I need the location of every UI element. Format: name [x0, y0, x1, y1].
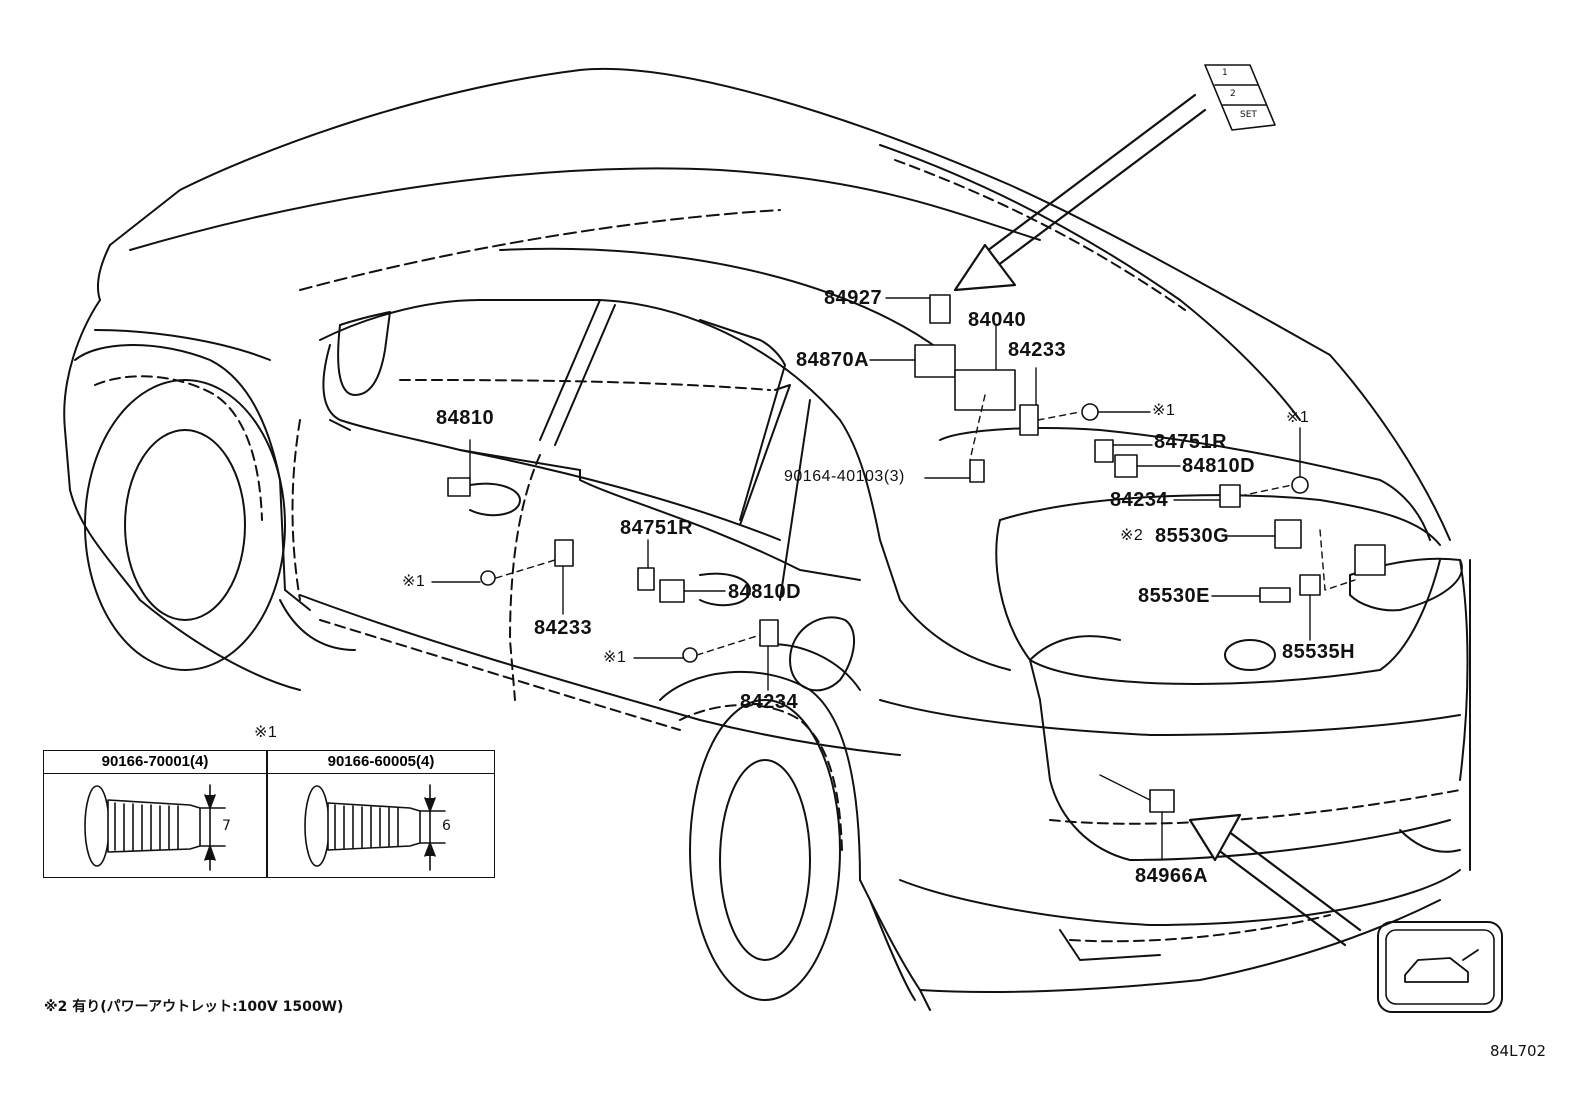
part-85530G-glyph: [1274, 519, 1302, 549]
arrow-bottom-head: [1188, 813, 1242, 862]
switch-btn-2: 2: [1230, 89, 1236, 99]
part-84966A-glyph: [1149, 789, 1175, 813]
part-label-84810D-center: 84810D: [728, 581, 802, 603]
bolt-90166-70001-drawing: [84, 784, 226, 871]
legend-dim-7: 7: [222, 818, 231, 834]
diagram-code: 84L702: [1490, 1042, 1547, 1060]
part-84751R-center-glyph: [637, 567, 655, 591]
part-85530E-glyph: [1259, 587, 1291, 603]
part-label-90164-40103: 90164-40103(3): [784, 468, 905, 485]
part-label-85530E: 85530E: [1138, 585, 1210, 607]
part-label-84870A: 84870A: [796, 349, 870, 371]
screw-top-glyph: [1081, 403, 1099, 421]
part-label-84233-top: 84233: [1008, 339, 1067, 361]
legend-bolts: [84, 784, 446, 871]
part-label-84810: 84810: [436, 407, 495, 429]
legend-divider: [266, 751, 268, 877]
part-84040-glyph: [954, 369, 1016, 411]
part-label-84810D-right: 84810D: [1182, 455, 1256, 477]
part-84233-left-glyph: [554, 539, 574, 567]
switch-btn-1: 1: [1222, 68, 1228, 78]
part-84751R-right-glyph: [1094, 439, 1114, 463]
part-85535H-glyph: [1299, 574, 1321, 596]
arrow-top-shaft: [983, 108, 1207, 277]
part-label-84234-right: 84234: [1110, 489, 1169, 511]
panel-glyph: [1354, 544, 1386, 576]
part-label-84040: 84040: [968, 309, 1027, 331]
part-84927-glyph: [929, 294, 951, 324]
switch-btn-set: SET: [1240, 110, 1257, 120]
mark-1-right: ※1: [1286, 409, 1310, 426]
screw-center-glyph: [682, 647, 698, 663]
part-84810D-center-glyph: [659, 579, 685, 603]
part-label-84751R-right: 84751R: [1154, 431, 1228, 453]
mark-1-top: ※1: [1152, 402, 1176, 419]
power-back-door-icon: [1377, 921, 1503, 1013]
part-label-84966A: 84966A: [1135, 865, 1209, 887]
legend-title: ※1: [254, 724, 278, 741]
bolt-legend-table: 90166-70001(4) 90166-60005(4): [43, 750, 495, 878]
part-84234-right-glyph: [1219, 484, 1241, 508]
mark-1-left: ※1: [402, 573, 426, 590]
part-label-84233-left: 84233: [534, 617, 593, 639]
arrow-top-head: [953, 243, 1017, 292]
vehicle-outline: [63, 67, 1471, 1011]
part-label-85530G: 85530G: [1155, 525, 1230, 547]
leader-lines: [431, 297, 1356, 861]
mark-2: ※2: [1120, 527, 1144, 544]
screw-90164-glyph: [969, 459, 985, 483]
footnote-mark-2: ※2 有り(パワーアウトレット:100V 1500W): [44, 999, 344, 1015]
legend-col1-header: 90166-70001(4): [44, 751, 267, 774]
part-label-84751R-center: 84751R: [620, 517, 694, 539]
part-glyphs: [447, 294, 1386, 813]
bolt-90166-60005-drawing: [304, 784, 446, 871]
part-label-85535H: 85535H: [1282, 641, 1356, 663]
arrow-bottom-shaft: [1218, 823, 1362, 932]
part-84870A-glyph: [914, 344, 956, 378]
part-84234-center-glyph: [759, 619, 779, 647]
part-label-84234-center: 84234: [740, 691, 799, 713]
screw-right-glyph: [1291, 476, 1309, 494]
part-label-84927: 84927: [824, 287, 883, 309]
screw-left-glyph: [480, 570, 496, 586]
legend-dim-6: 6: [442, 818, 451, 834]
part-84810-glyph: [447, 477, 471, 497]
mark-1-center: ※1: [603, 649, 627, 666]
legend-col2-header: 90166-60005(4): [268, 751, 494, 774]
pointer-arrows: [953, 93, 1362, 947]
part-84810D-right-glyph: [1114, 454, 1138, 478]
part-84233-top-glyph: [1019, 404, 1039, 436]
seat-memory-switch-panel: [1204, 64, 1276, 131]
